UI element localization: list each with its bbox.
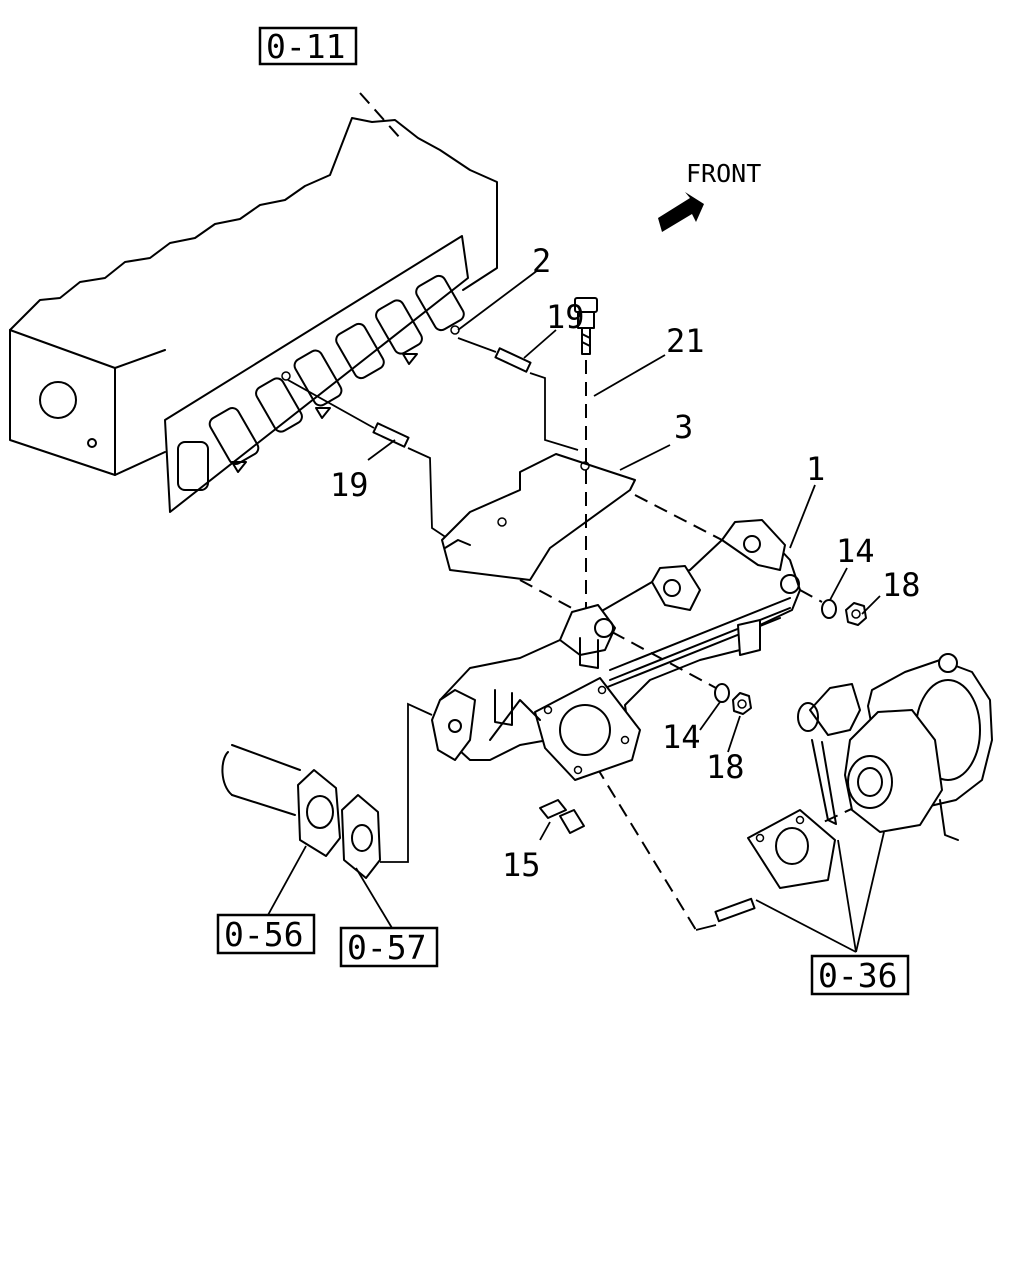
callout-18-center: 18 (706, 748, 745, 786)
callout-18-right: 18 (882, 566, 921, 604)
nut-18-center (732, 692, 752, 715)
bolt-21 (574, 297, 598, 355)
turbocharger (747, 653, 993, 889)
alignment-line (695, 924, 717, 931)
callout-3: 3 (674, 408, 693, 446)
alignment-line (634, 494, 723, 541)
ref-box-0-36: 0-36 (810, 954, 910, 996)
stud-lower (287, 379, 451, 541)
front-arrow-icon (658, 192, 704, 232)
cylinder-head (9, 117, 498, 476)
alignment-line (584, 747, 697, 931)
nut-18-right (845, 602, 867, 626)
turbo-stud (714, 897, 756, 923)
ref-label-0-57: 0-57 (347, 928, 426, 967)
ref-label-0-11: 0-11 (266, 27, 345, 66)
callout-14-right: 14 (836, 532, 875, 570)
manifold-gasket (164, 235, 469, 513)
ref-box-0-56: 0-56 (216, 913, 316, 955)
alignment-line (799, 589, 823, 603)
stud-upper (457, 337, 579, 451)
callout-1: 1 (806, 450, 825, 488)
exhaust-manifold (431, 519, 801, 781)
pipe-gasket (341, 794, 381, 879)
ref-box-0-11: 0-11 (258, 26, 358, 66)
callout-2: 2 (532, 242, 551, 280)
callout-15: 15 (502, 846, 541, 884)
leader-lines (267, 269, 885, 953)
ref-label-0-56: 0-56 (224, 915, 303, 954)
callout-19-upper: 19 (546, 298, 585, 336)
front-label: FRONT (686, 159, 761, 188)
alignment-line (359, 92, 401, 139)
heat-shield (441, 453, 636, 581)
callout-14-center: 14 (662, 718, 701, 756)
ref-box-0-57: 0-57 (339, 926, 439, 968)
exhaust-pipe (221, 744, 341, 857)
washer-14-center (714, 683, 730, 703)
alignment-line (611, 631, 717, 689)
ref-label-0-36: 0-36 (818, 956, 897, 995)
bolt-15 (539, 799, 585, 834)
callout-21: 21 (666, 322, 705, 360)
alignment-line (380, 702, 433, 863)
washer-14-right (821, 599, 837, 619)
callout-19-lower: 19 (330, 466, 369, 504)
